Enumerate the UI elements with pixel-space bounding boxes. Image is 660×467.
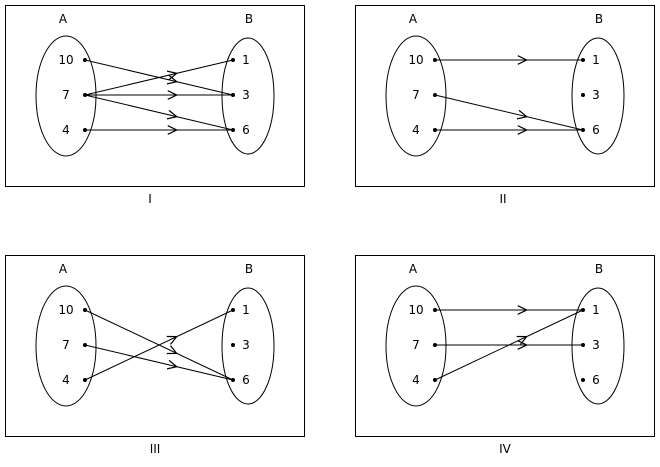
element-b-dot <box>581 93 585 97</box>
element-a-7: 7 <box>412 88 420 102</box>
set-b-label: B <box>595 262 603 276</box>
panel-border <box>355 5 655 187</box>
arrowhead-icon <box>166 345 179 355</box>
element-a-10: 10 <box>408 303 423 317</box>
panel-II: A B 10 7 4 1 3 6 <box>355 5 655 187</box>
element-a-4: 4 <box>62 373 70 387</box>
set-a-ellipse <box>385 285 447 407</box>
set-b-ellipse <box>221 287 275 405</box>
arrow-7-to-1 <box>84 59 234 96</box>
element-b-3: 3 <box>242 88 250 102</box>
element-b-3: 3 <box>242 338 250 352</box>
panel-caption: I <box>148 192 152 206</box>
panel-caption: II <box>499 192 506 206</box>
panel-border <box>5 5 305 187</box>
set-b-label: B <box>595 12 603 26</box>
set-a-label: A <box>409 262 418 276</box>
set-b-label: B <box>245 12 253 26</box>
arrowhead-icon <box>517 305 529 315</box>
arrowhead-icon <box>166 109 179 120</box>
set-b-ellipse <box>571 287 625 405</box>
arrowhead-icon <box>517 55 529 65</box>
panel-border <box>5 255 305 437</box>
arrowhead-icon <box>516 109 529 120</box>
element-b-6: 6 <box>242 373 250 387</box>
element-b-1: 1 <box>592 303 600 317</box>
arrow-7-to-6 <box>434 94 584 131</box>
arrowhead-icon <box>167 125 179 135</box>
panel-III: A B 10 7 4 1 3 6 <box>5 255 305 437</box>
arrow-7-to-6 <box>84 94 234 131</box>
element-a-10: 10 <box>58 53 73 67</box>
element-a-4: 4 <box>412 123 420 137</box>
element-b-dot <box>231 343 235 347</box>
set-a-label: A <box>59 262 68 276</box>
set-a-ellipse <box>35 35 97 157</box>
element-a-4: 4 <box>62 123 70 137</box>
arrow-4-to-1 <box>434 309 584 381</box>
element-b-1: 1 <box>242 303 250 317</box>
set-b-ellipse <box>571 37 625 155</box>
arrowhead-icon <box>167 90 179 100</box>
arrowhead-icon <box>516 335 529 345</box>
element-a-7: 7 <box>412 338 420 352</box>
arrowhead-icon <box>517 125 529 135</box>
arrowhead-icon <box>517 340 529 350</box>
element-a-7: 7 <box>62 88 70 102</box>
arrow-7-to-6 <box>84 344 234 381</box>
element-b-3: 3 <box>592 88 600 102</box>
panel-caption: III <box>150 442 161 456</box>
element-b-6: 6 <box>592 123 600 137</box>
element-b-dot <box>581 378 585 382</box>
panel-border <box>355 255 655 437</box>
element-a-7: 7 <box>62 338 70 352</box>
element-b-6: 6 <box>592 373 600 387</box>
set-a-ellipse <box>385 35 447 157</box>
element-b-1: 1 <box>242 53 250 67</box>
set-b-label: B <box>245 262 253 276</box>
element-b-3: 3 <box>592 338 600 352</box>
arrowhead-icon <box>166 359 179 370</box>
arrow-4-to-1 <box>84 309 234 381</box>
panel-I: A B 10 7 4 1 3 6 <box>5 5 305 187</box>
arrowhead-icon <box>166 70 179 81</box>
set-b-ellipse <box>221 37 275 155</box>
element-b-6: 6 <box>242 123 250 137</box>
element-a-10: 10 <box>408 53 423 67</box>
set-a-label: A <box>59 12 68 26</box>
arrowhead-icon <box>166 335 179 345</box>
panel-IV: A B 10 7 4 1 3 6 <box>355 255 655 437</box>
panel-caption: IV <box>499 442 512 456</box>
set-a-ellipse <box>35 285 97 407</box>
element-a-4: 4 <box>412 373 420 387</box>
element-a-10: 10 <box>58 303 73 317</box>
set-a-label: A <box>409 12 418 26</box>
element-b-1: 1 <box>592 53 600 67</box>
